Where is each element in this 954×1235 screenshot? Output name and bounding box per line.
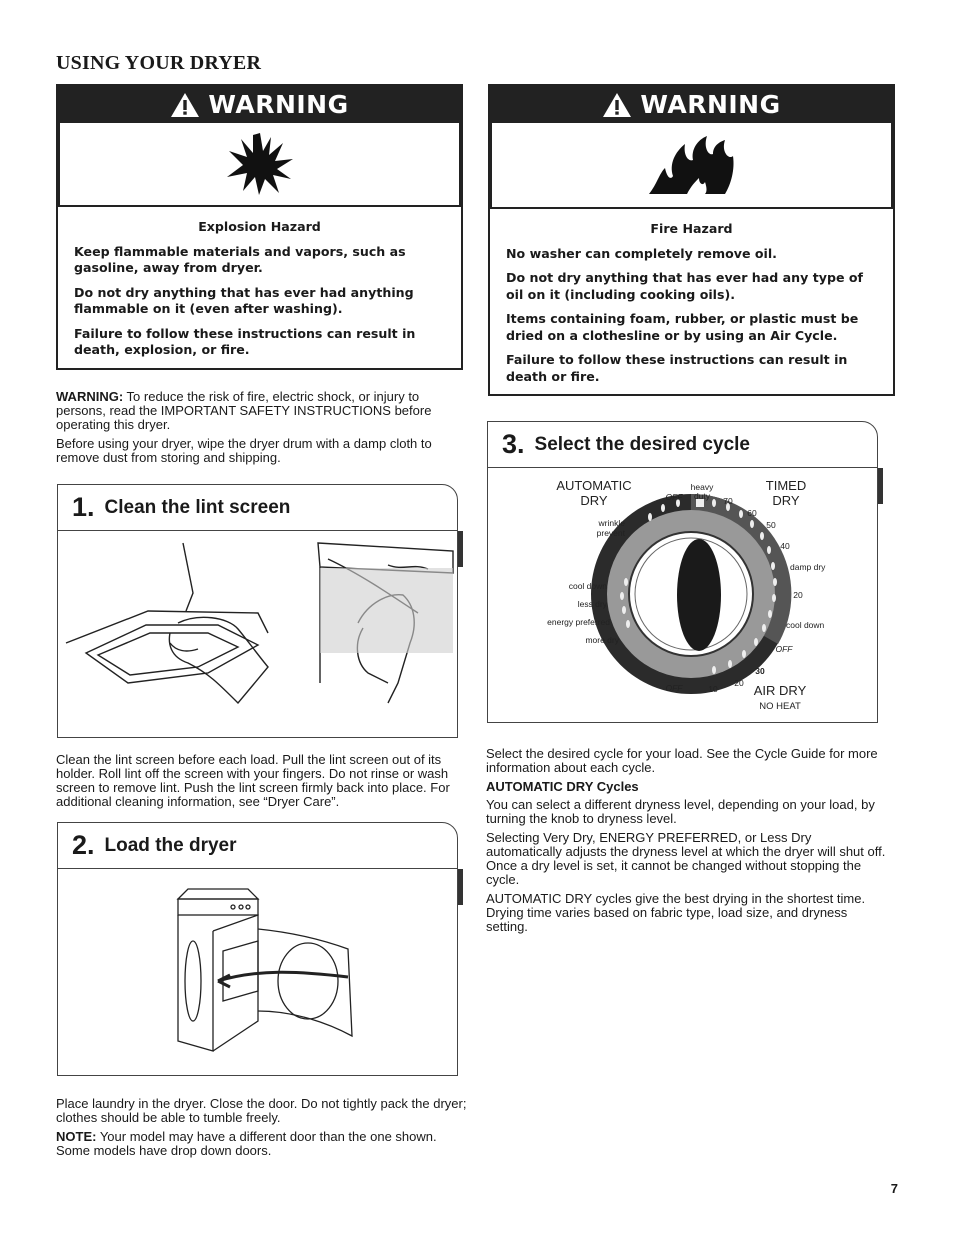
hazard-title: Fire Hazard [650, 221, 733, 236]
dial-label-50: 50 [766, 520, 776, 530]
step1-text: Clean the lint screen before each load. … [56, 753, 468, 814]
warning-text: To reduce the risk of fire, electric sho… [56, 389, 432, 432]
warning-line: Keep flammable materials and vapors, suc… [74, 243, 406, 276]
cycle-dial: AUTOMATIC DRY TIMED DRY AIR DRY NO HEAT … [547, 478, 826, 712]
warning-line: Do not dry anything that has ever had an… [506, 270, 864, 302]
warning-label: WARNING: [56, 389, 124, 404]
step-number: 2. [72, 830, 95, 860]
dial-label-less-dry: less dry [578, 599, 608, 609]
step-title: Select the desired cycle [534, 433, 750, 455]
warning-line: Failure to follow these instructions can… [74, 325, 416, 358]
step3-paragraph: Selecting Very Dry, ENERGY PREFERRED, or… [486, 830, 886, 887]
note-label: NOTE: [56, 1129, 97, 1144]
fire-warning-box: WARNING Fire Hazard No washer can comple… [488, 84, 895, 396]
warning-title: WARNING [208, 90, 349, 119]
dial-label-wrinkle: wrinkle [598, 518, 626, 528]
intro-text: WARNING: To reduce the risk of fire, ele… [56, 390, 464, 470]
explosion-warning-box: WARNING Explosion Hazard Keep flammable … [56, 84, 463, 370]
step-title: Clean the lint screen [104, 496, 291, 518]
dial-label-40: 40 [780, 541, 790, 551]
warning-triangle-icon [171, 92, 200, 117]
automatic-dry-subhead: AUTOMATIC DRY Cycles [486, 779, 639, 794]
dial-label-timed-dry: DRY [772, 493, 800, 508]
before-use-paragraph: Before using your dryer, wipe the dryer … [56, 436, 432, 465]
dial-label-10: 10 [708, 684, 718, 694]
dial-label-duty: duty [694, 491, 711, 501]
dial-label-prevent: prevent [597, 528, 626, 538]
note-text: Your model may have a different door tha… [56, 1129, 437, 1158]
warning-line: Failure to follow these instructions can… [506, 352, 848, 384]
warning-triangle-icon [603, 92, 632, 117]
fire-icon [648, 136, 734, 194]
dial-label-off-bottom: OFF [666, 683, 684, 693]
warning-pictogram [490, 123, 893, 209]
dial-label-cool-down-right: cool down [786, 620, 825, 630]
dial-label-off-top: OFF [666, 492, 684, 502]
dryer-illustration [176, 888, 353, 1052]
dial-label-no-heat: NO HEAT [759, 701, 801, 712]
dial-label-energy-preferred: energy preferred [547, 617, 610, 627]
step-clean-lint-screen: 1. Clean the lint screen [57, 484, 463, 738]
dial-label-automatic-dry: DRY [580, 493, 608, 508]
step1-description: Clean the lint screen before each load. … [56, 752, 450, 809]
dial-label-more-dry: more dry [585, 635, 619, 645]
warning-line: Items containing foam, rubber, or plasti… [506, 311, 859, 343]
step-header: 3. Select the desired cycle [488, 422, 877, 468]
dial-label-automatic: AUTOMATIC [556, 478, 631, 493]
step2-text: Place laundry in the dryer. Close the do… [56, 1097, 468, 1163]
dial-label-air-dry: AIR DRY [754, 683, 807, 698]
dial-label-70: 70 [723, 496, 733, 506]
step3-text: Select the desired cycle for your load. … [486, 747, 886, 939]
note-paragraph: NOTE: Your model may have a different do… [56, 1130, 468, 1158]
step-select-cycle: 3. Select the desired cycle AUTOMATIC D [487, 421, 883, 723]
page-title: USING YOUR DRYER [56, 52, 262, 74]
step-title: Load the dryer [104, 834, 237, 856]
dial-label-30: 30 [755, 666, 765, 676]
step-header: 2. Load the dryer [58, 823, 457, 869]
dial-label-20-air: 20 [734, 678, 744, 688]
warning-pictogram [58, 123, 461, 207]
lint-screen-illustration [65, 542, 454, 705]
warning-header: WARNING [58, 86, 461, 123]
warning-line: No washer can completely remove oil. [506, 245, 777, 261]
dial-label-cool-down-left: cool down [569, 581, 608, 591]
dial-label-timed: TIMED [766, 478, 806, 493]
dial-label-20-timed: 20 [793, 590, 803, 600]
step-number: 3. [502, 429, 525, 459]
warning-line: Do not dry anything that has ever had an… [74, 284, 414, 317]
warning-paragraph: WARNING: To reduce the risk of fire, ele… [56, 390, 464, 432]
step3-description: Select the desired cycle for your load. … [486, 746, 878, 775]
step3-paragraph: AUTOMATIC DRY cycles give the best dryin… [486, 891, 866, 934]
dial-label-off-right: OFF [776, 644, 794, 654]
step3-paragraph: You can select a different dryness level… [486, 797, 875, 826]
hazard-title: Explosion Hazard [198, 219, 321, 234]
dial-label-heavy: heavy [691, 482, 714, 492]
step-header: 1. Clean the lint screen [58, 485, 457, 531]
page-number: 7 [890, 1181, 898, 1196]
warning-title: WARNING [640, 90, 781, 119]
step2-description: Place laundry in the dryer. Close the do… [56, 1096, 467, 1125]
warning-header: WARNING [490, 86, 893, 123]
step-load-dryer: 2. Load the dryer [57, 822, 463, 1076]
dial-label-60: 60 [747, 508, 757, 518]
dial-label-damp-dry: damp dry [790, 562, 826, 572]
step-number: 1. [72, 492, 95, 522]
explosion-icon [226, 133, 293, 195]
